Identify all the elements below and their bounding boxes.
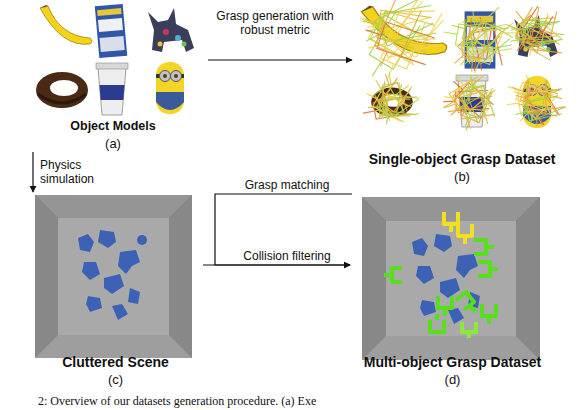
flow-arrow: [208, 59, 352, 60]
edge-label: Grasp matching: [222, 178, 352, 192]
single-object-grasps-art: [353, 0, 566, 134]
panel-letter: (c): [108, 372, 123, 388]
grasp-candidate: [513, 6, 553, 54]
panel-node: Object Models (a): [18, 0, 208, 152]
scene-object: [137, 235, 147, 245]
grasp-lines: [353, 0, 566, 134]
grasp-candidate: [368, 0, 422, 72]
bin-wall: [169, 195, 192, 358]
banana-model: [361, 0, 448, 65]
bin-wall: [362, 197, 386, 360]
collision-free-grasps: [384, 212, 498, 338]
scene-object: [440, 278, 460, 298]
grasp-candidate: [383, 0, 442, 72]
grasp-candidate: [461, 19, 486, 72]
grasp-candidate: [511, 22, 560, 60]
bin-floor: [386, 221, 516, 336]
grasp-candidate: [381, 71, 403, 115]
grasp-gripper: [456, 292, 476, 312]
bin-outer: [362, 197, 540, 360]
bin-wall: [35, 195, 58, 358]
grasp-candidate: [514, 96, 562, 123]
scene-object: [456, 254, 478, 278]
panel-node: Single-object Grasp Dataset (b): [352, 0, 572, 197]
scene-object: [416, 266, 434, 284]
panel-letter: (a): [105, 136, 121, 152]
scene-object: [118, 250, 140, 274]
grasp-candidate: [361, 17, 434, 65]
scene-object: [128, 288, 140, 304]
grasp-candidate: [504, 78, 553, 112]
figure-caption: 2: Overview of our datasets generation p…: [38, 395, 316, 408]
flow-arrow: [215, 194, 352, 265]
dog-toy-model: [148, 8, 194, 52]
panel-letter: (b): [454, 169, 470, 185]
multi-object-grasps-art: [362, 197, 540, 360]
grasp-gripper: [474, 240, 494, 254]
panel-letter: (d): [445, 372, 461, 388]
scene-object: [82, 262, 100, 280]
panel-node: Cluttered Scene (c): [28, 192, 203, 388]
panel-title: Cluttered Scene: [62, 354, 169, 370]
panel-title: Multi-object Grasp Dataset: [364, 354, 541, 370]
scene-object: [98, 230, 116, 248]
grasp-gripper: [430, 314, 444, 332]
flow-arrow: [32, 152, 33, 192]
grasp-candidate: [462, 74, 486, 121]
grasp-candidate: [360, 0, 433, 54]
scene-object: [86, 296, 102, 312]
grasp-gripper: [462, 322, 476, 338]
object-models-art: [36, 4, 194, 115]
grasp-gripper: [384, 268, 402, 282]
minion-model: [156, 62, 184, 114]
bin-floor: [58, 218, 169, 335]
ring-model: [36, 72, 88, 108]
grasp-gripper: [458, 224, 472, 244]
cup-model: [96, 63, 128, 115]
scene-object: [448, 308, 464, 324]
bin-wall: [516, 197, 540, 360]
grasp-gripper: [444, 212, 458, 232]
bin-wall: [362, 197, 540, 221]
panel-title: Object Models: [70, 118, 155, 134]
edge-label: Collision filtering: [222, 249, 352, 263]
scene-object: [104, 274, 124, 294]
grasp-candidate: [360, 8, 431, 46]
cluttered-scene-art: [35, 195, 192, 358]
bin-outer: [35, 195, 192, 358]
grasp-gripper: [482, 304, 496, 324]
bin-wall: [35, 195, 192, 218]
scene-object: [78, 234, 94, 252]
scene-objects: [412, 234, 480, 324]
scene-object: [112, 304, 128, 320]
grasp-gripper: [478, 262, 498, 276]
grasp-candidate: [368, 76, 404, 121]
flow-arrow: [203, 264, 350, 265]
scene-object: [434, 234, 452, 252]
sugar-box-model: [95, 4, 127, 58]
scene-objects: [78, 230, 147, 320]
banana-model: [40, 5, 92, 44]
grasp-candidate: [457, 12, 513, 56]
scene-object: [420, 300, 436, 316]
edge-label: Physics simulation: [40, 158, 104, 186]
grasp-candidate: [462, 74, 495, 123]
panel-node: Multi-object Grasp Dataset (d): [350, 200, 555, 388]
scene-object: [412, 238, 428, 256]
grasp-gripper: [438, 296, 452, 316]
grasp-candidate: [377, 71, 407, 117]
edge-label: Grasp generation with robust metric: [215, 9, 335, 37]
panel-title: Single-object Grasp Dataset: [369, 151, 556, 167]
grasp-candidate: [509, 24, 557, 50]
